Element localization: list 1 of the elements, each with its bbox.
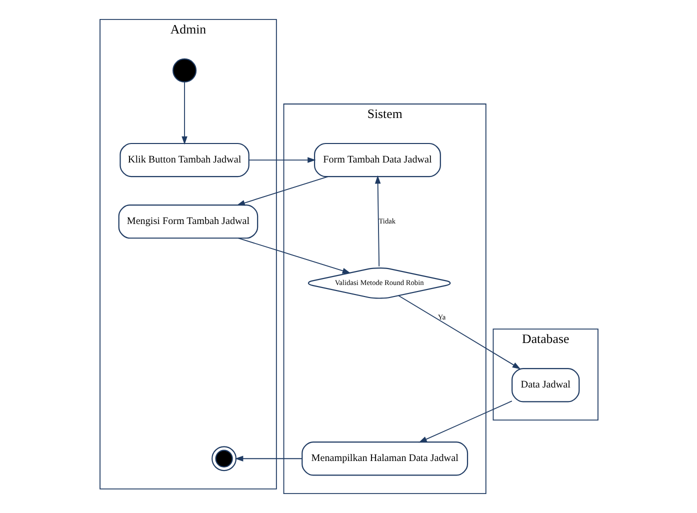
edge-label: Ya xyxy=(437,312,446,322)
